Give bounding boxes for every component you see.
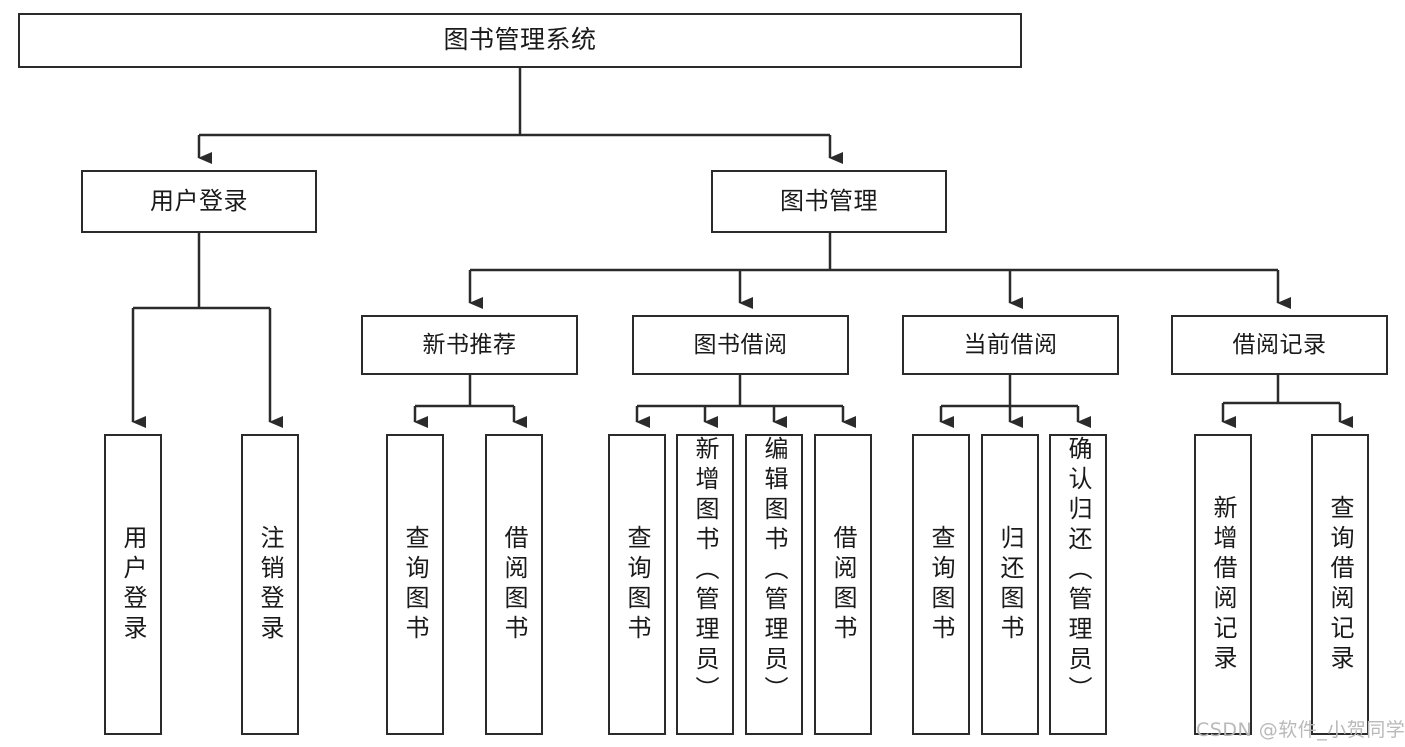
node-current-borrow[interactable]: 当前借阅: [902, 315, 1119, 375]
node-root-label: 图书管理系统: [443, 25, 597, 55]
leaf-current-borrow-return[interactable]: 归还图书: [981, 434, 1039, 735]
node-new-book-recommend-label: 新书推荐: [422, 331, 517, 358]
leaf-book-borrow-add[interactable]: 新增图书（管理员）: [676, 434, 734, 735]
node-borrow-record[interactable]: 借阅记录: [1171, 315, 1388, 375]
node-user-login[interactable]: 用户登录: [81, 170, 317, 233]
node-book-borrow-label: 图书借阅: [693, 331, 788, 358]
leaf-current-borrow-query[interactable]: 查询图书: [912, 434, 970, 735]
leaf-borrow-record-query[interactable]: 查询借阅记录: [1311, 434, 1369, 735]
leaf-borrow-record-query-label: 查询借阅记录: [1326, 494, 1354, 675]
node-book-borrow[interactable]: 图书借阅: [632, 315, 849, 375]
leaf-book-borrow-edit-label: 编辑图书（管理员）: [760, 436, 788, 706]
leaf-current-borrow-confirm[interactable]: 确认归还（管理员）: [1049, 434, 1107, 735]
node-borrow-record-label: 借阅记录: [1232, 331, 1327, 358]
leaf-user-login-logout-label: 注销登录: [256, 524, 284, 645]
leaf-book-borrow-edit[interactable]: 编辑图书（管理员）: [745, 434, 803, 735]
node-current-borrow-label: 当前借阅: [963, 331, 1058, 358]
node-book-manage[interactable]: 图书管理: [711, 170, 947, 233]
leaf-book-borrow-borrow-label: 借阅图书: [829, 524, 857, 645]
leaf-user-login-login-label: 用户登录: [119, 524, 147, 645]
leaf-book-borrow-query[interactable]: 查询图书: [608, 434, 666, 735]
leaf-user-login-logout[interactable]: 注销登录: [241, 434, 299, 735]
leaf-new-book-query[interactable]: 查询图书: [386, 434, 444, 735]
leaf-new-book-borrow[interactable]: 借阅图书: [485, 434, 543, 735]
node-user-login-label: 用户登录: [150, 186, 248, 215]
leaf-borrow-record-add-label: 新增借阅记录: [1209, 494, 1237, 675]
leaf-current-borrow-query-label: 查询图书: [927, 524, 955, 645]
node-book-manage-label: 图书管理: [780, 186, 878, 215]
node-root[interactable]: 图书管理系统: [18, 13, 1022, 68]
leaf-new-book-borrow-label: 借阅图书: [500, 524, 528, 645]
leaf-user-login-login[interactable]: 用户登录: [104, 434, 162, 735]
node-new-book-recommend[interactable]: 新书推荐: [361, 315, 578, 375]
leaf-book-borrow-borrow[interactable]: 借阅图书: [814, 434, 872, 735]
leaf-book-borrow-query-label: 查询图书: [623, 524, 651, 645]
leaf-current-borrow-return-label: 归还图书: [996, 524, 1024, 645]
leaf-new-book-query-label: 查询图书: [401, 524, 429, 645]
csdn-watermark: CSDN @软件_小贺同学: [1196, 719, 1405, 741]
leaf-borrow-record-add[interactable]: 新增借阅记录: [1194, 434, 1252, 735]
leaf-current-borrow-confirm-label: 确认归还（管理员）: [1064, 436, 1092, 706]
leaf-book-borrow-add-label: 新增图书（管理员）: [691, 436, 719, 706]
